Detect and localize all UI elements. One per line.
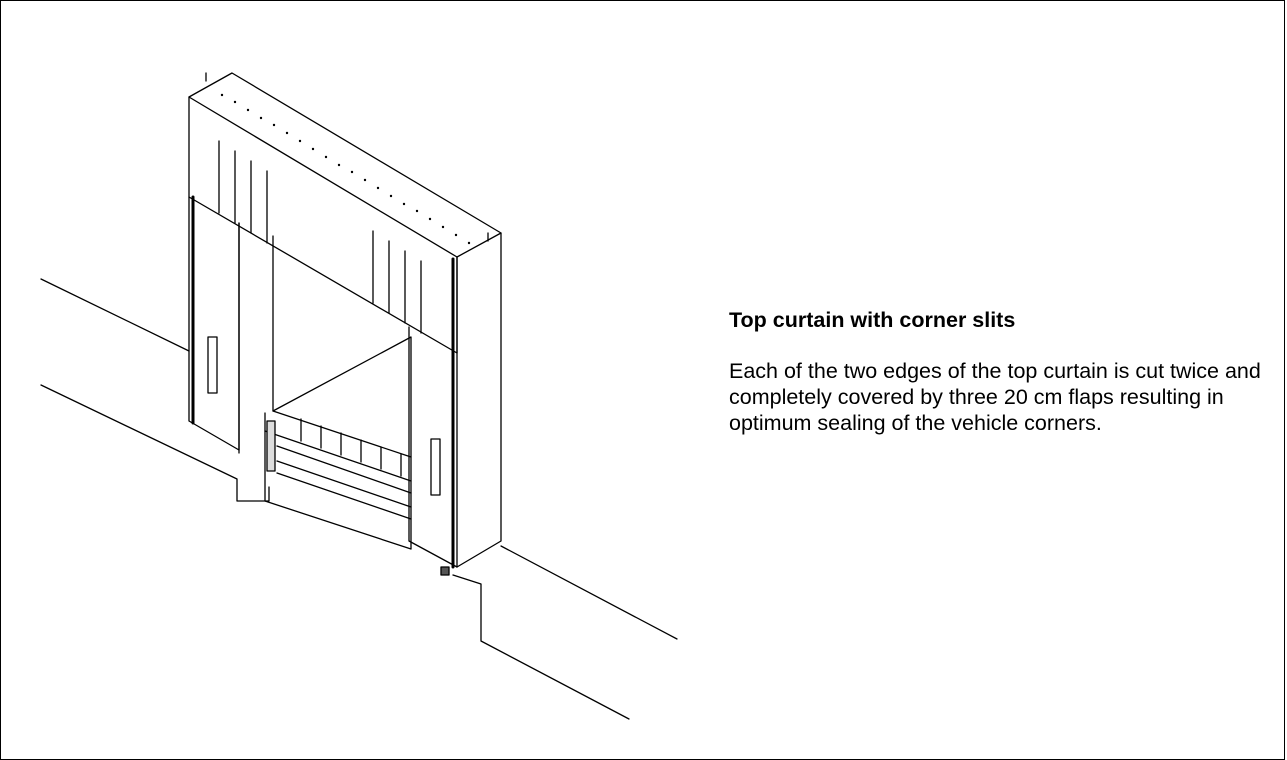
floor-line-lower (40, 384, 270, 502)
right-curtain (408, 326, 458, 568)
leveller-top (272, 336, 412, 458)
floor-line-upper (40, 278, 190, 352)
fixing-holes (220, 93, 471, 245)
floor-line-right-lower (452, 574, 630, 720)
hood-top (188, 72, 502, 258)
floor-line-right-upper (500, 545, 678, 640)
caption-block: Top curtain with corner slits Each of th… (729, 307, 1269, 436)
left-window (207, 336, 218, 394)
right-window (430, 438, 441, 496)
left-curtain (188, 196, 240, 451)
hood-side (456, 232, 502, 568)
caption-title: Top curtain with corner slits (729, 308, 1016, 332)
left-post (238, 222, 274, 454)
caption-body: Each of the two edges of the top curtain… (729, 359, 1261, 435)
leveller-front (264, 412, 412, 550)
dock-shelter-drawing (40, 72, 678, 720)
hood-front (188, 96, 458, 354)
